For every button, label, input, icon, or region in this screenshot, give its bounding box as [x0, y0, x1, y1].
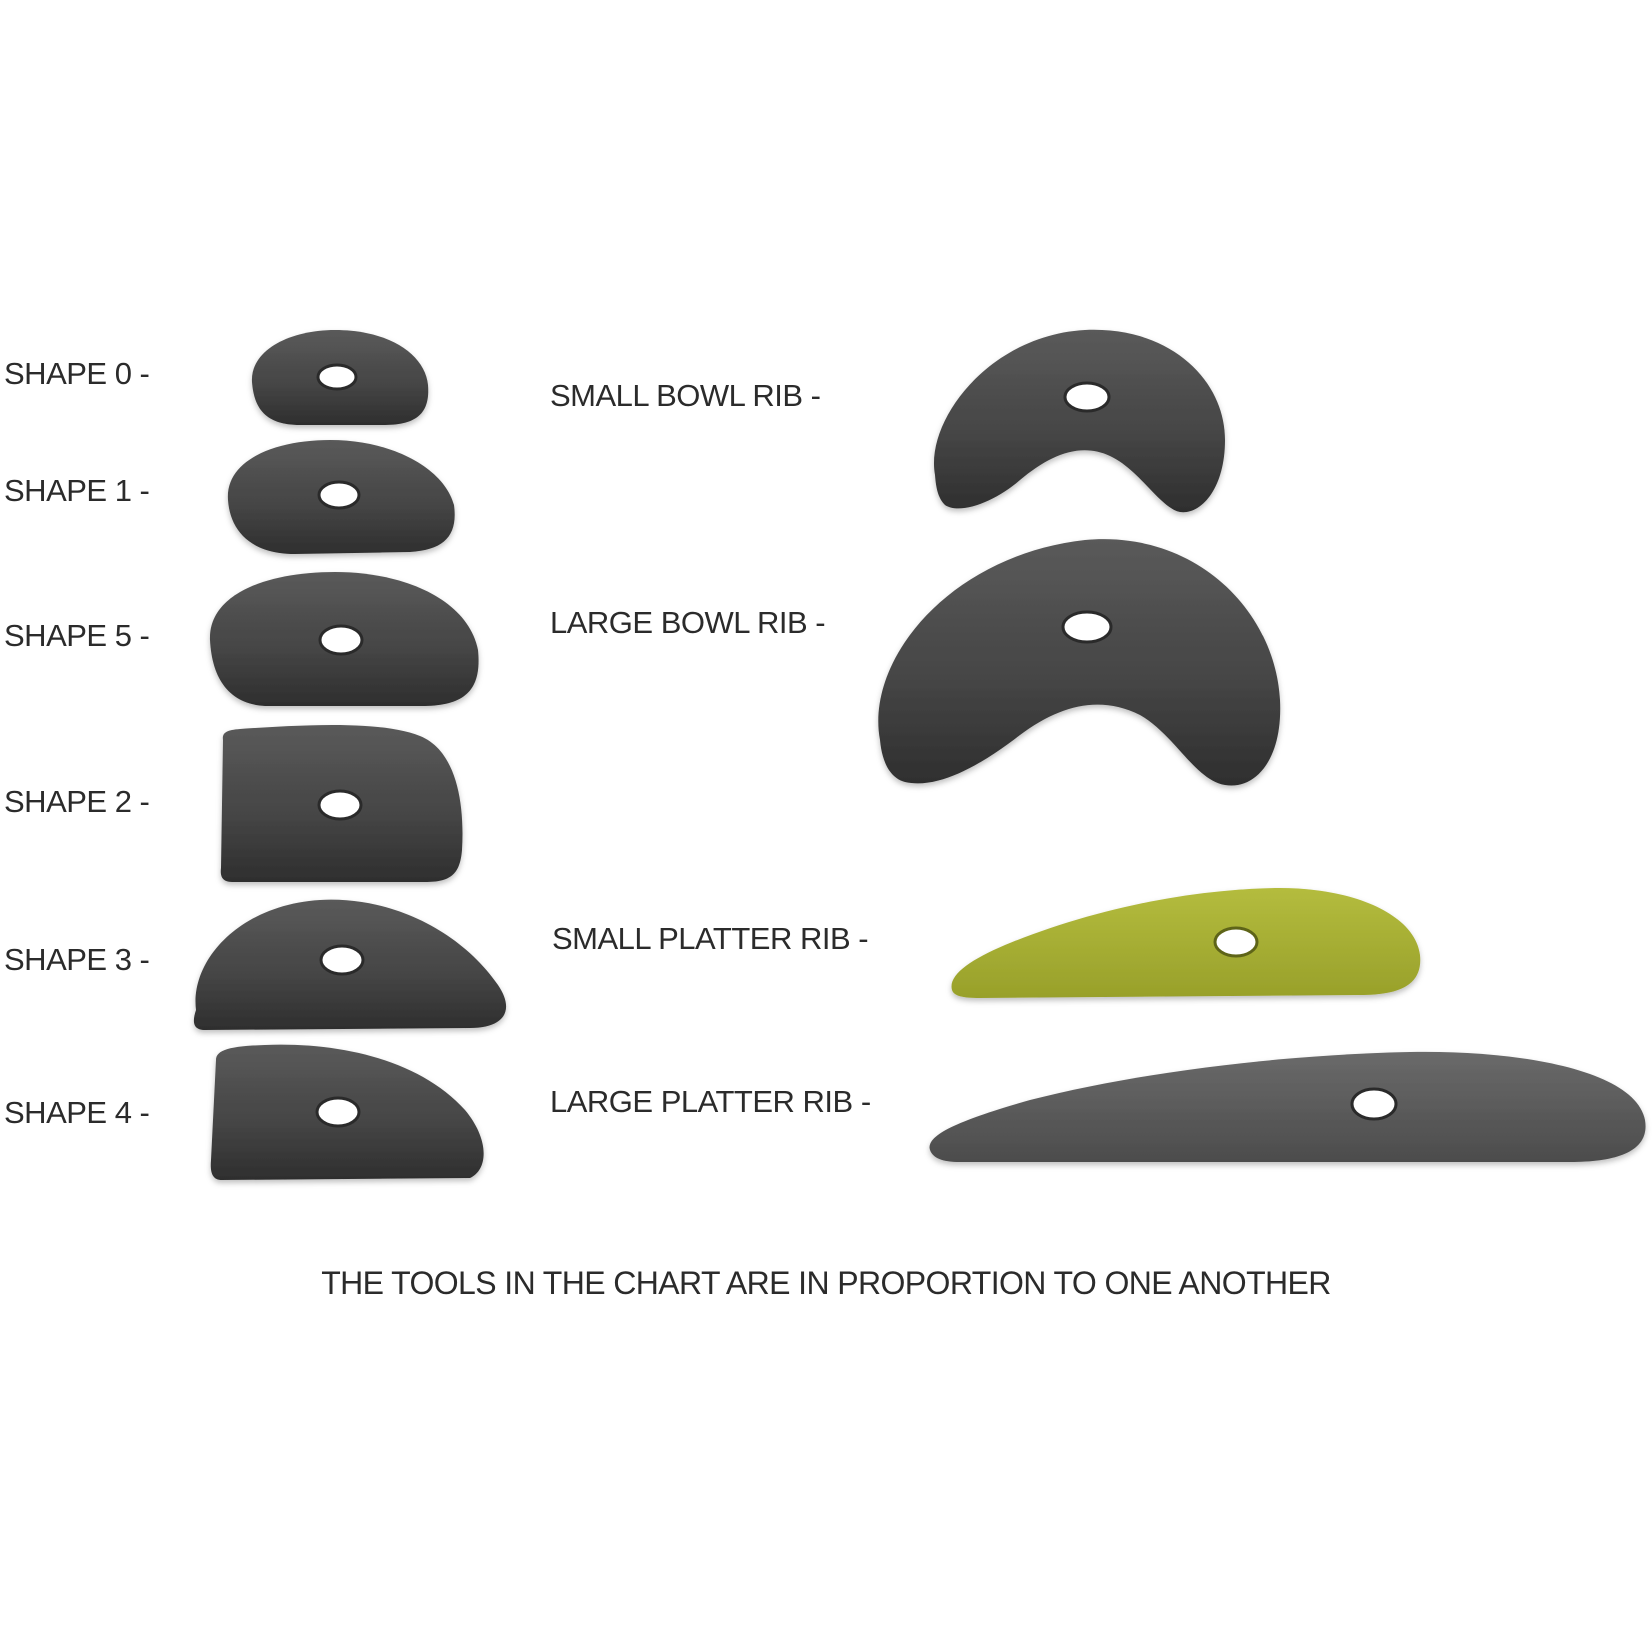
shape-5-rib [209, 572, 479, 706]
label-small-bowl-rib: SMALL BOWL RIB - [550, 378, 821, 413]
label-shape-4: SHAPE 4 - [4, 1095, 150, 1130]
shape-1-rib [227, 440, 455, 554]
label-large-bowl-rib: LARGE BOWL RIB - [550, 605, 826, 640]
chart-caption: THE TOOLS IN THE CHART ARE IN PROPORTION… [321, 1265, 1331, 1301]
large-platter-rib [929, 1051, 1646, 1162]
label-shape-1: SHAPE 1 - [4, 473, 150, 508]
shape-3-rib [193, 899, 507, 1030]
label-small-platter-rib: SMALL PLATTER RIB - [552, 921, 869, 956]
label-large-platter-rib: LARGE PLATTER RIB - [550, 1084, 871, 1119]
label-shape-2: SHAPE 2 - [4, 784, 150, 819]
shape-2-rib [220, 724, 463, 882]
shape-4-rib [210, 1044, 484, 1180]
small-platter-rib [951, 887, 1421, 998]
label-shape-3: SHAPE 3 - [4, 942, 150, 977]
small-bowl-rib [933, 329, 1225, 513]
label-shape-0: SHAPE 0 - [4, 356, 150, 391]
large-bowl-rib [878, 539, 1281, 786]
label-shape-5: SHAPE 5 - [4, 618, 150, 653]
shape-0-rib [251, 330, 429, 425]
